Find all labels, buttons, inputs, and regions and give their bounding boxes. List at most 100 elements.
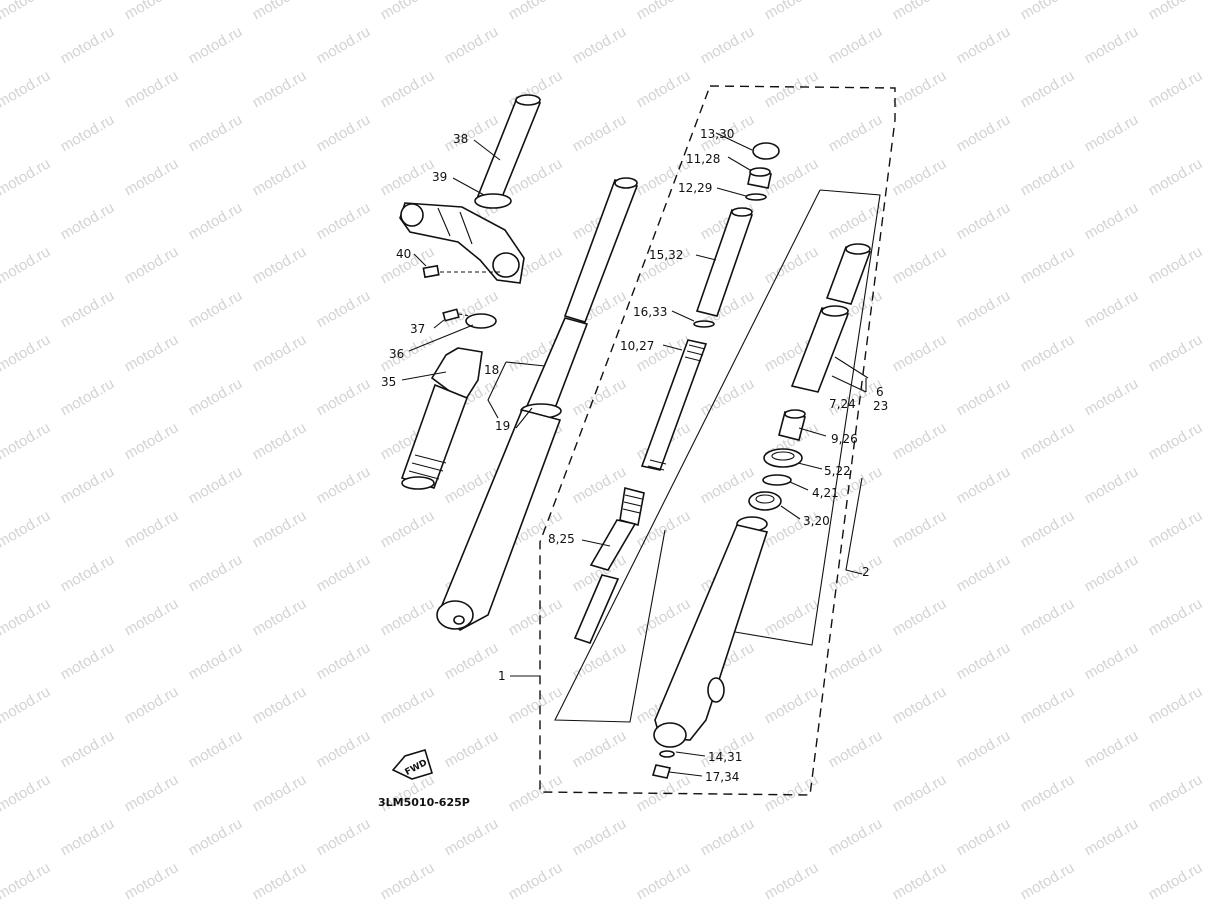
watermark-text: motod.ru [0, 419, 53, 463]
watermark-text: motod.ru [826, 727, 886, 771]
watermark-text: motod.ru [122, 155, 182, 199]
watermark-text: motod.ru [1018, 595, 1078, 639]
watermark-text: motod.ru [1082, 815, 1142, 859]
watermark-text: motod.ru [1146, 507, 1206, 551]
watermark-text: motod.ru [1082, 111, 1142, 155]
watermark-text: motod.ru [378, 0, 438, 23]
watermark-text: motod.ru [122, 243, 182, 287]
dust-boot-35 [400, 347, 483, 490]
watermark-text: motod.ru [250, 507, 310, 551]
watermark-text: motod.ru [250, 419, 310, 463]
watermark-text: motod.ru [570, 111, 630, 155]
damper-rod-8 [573, 487, 645, 644]
watermark-text: motod.ru [1018, 859, 1078, 903]
watermark-text: motod.ru [186, 111, 246, 155]
watermark-text: motod.ru [250, 243, 310, 287]
watermark-text: motod.ru [954, 815, 1014, 859]
watermark-text: motod.ru [570, 815, 630, 859]
callout-23: 23 [873, 399, 888, 413]
watermark-text: motod.ru [314, 463, 374, 507]
watermark-text: motod.ru [0, 507, 53, 551]
watermark-text: motod.ru [250, 67, 310, 111]
spacer-11 [747, 167, 772, 189]
fork-spring-10 [640, 339, 708, 471]
watermark-text: motod.ru [634, 595, 694, 639]
watermark-text: motod.ru [506, 683, 566, 727]
bolt-37 [442, 308, 471, 322]
watermark-text: motod.ru [826, 639, 886, 683]
watermark-text: motod.ru [954, 639, 1014, 683]
watermark-text: motod.ru [314, 551, 374, 595]
watermark-text: motod.ru [1018, 507, 1078, 551]
watermark-text: motod.ru [954, 375, 1014, 419]
callout-9-26: 9,26 [831, 432, 858, 446]
callout-13-30: 13,30 [700, 127, 734, 141]
outer-tube-2 [653, 516, 769, 748]
callout-2: 2 [862, 565, 870, 579]
watermark-text: motod.ru [954, 287, 1014, 331]
watermark-text: motod.ru [954, 111, 1014, 155]
watermark-text: motod.ru [1146, 155, 1206, 199]
watermark-text: motod.ru [442, 111, 502, 155]
callout-11-28: 11,28 [686, 152, 720, 166]
watermark-text: motod.ru [442, 727, 502, 771]
watermark-text: motod.ru [954, 199, 1014, 243]
callout-36: 36 [389, 347, 404, 361]
watermark-text: motod.ru [250, 771, 310, 815]
watermark-text: motod.ru [698, 23, 758, 67]
watermark-text: motod.ru [250, 0, 310, 23]
watermark-text: motod.ru [1082, 199, 1142, 243]
leader-lines [401, 132, 869, 777]
watermark-text: motod.ru [506, 595, 566, 639]
watermark-text: motod.ru [1146, 595, 1206, 639]
callout-12-29: 12,29 [678, 181, 712, 195]
watermark-text: motod.ru [250, 859, 310, 903]
dust-seal-3 [748, 491, 782, 511]
callout-6: 6 [876, 385, 884, 399]
watermark-text: motod.ru [762, 67, 822, 111]
callout-7-24: 7,24 [829, 397, 856, 411]
watermark-text: motod.ru [698, 375, 758, 419]
watermark-text: motod.ru [58, 639, 118, 683]
watermark-text: motod.ru [122, 507, 182, 551]
watermark-text: motod.ru [1082, 375, 1142, 419]
watermark-text: motod.ru [762, 771, 822, 815]
watermark-text: motod.ru [378, 507, 438, 551]
watermark-text: motod.ru [570, 463, 630, 507]
callout-18: 18 [484, 363, 499, 377]
clip-4 [762, 474, 792, 486]
watermark-text: motod.ru [58, 727, 118, 771]
watermark-text: motod.ru [122, 419, 182, 463]
watermark-text: motod.ru [0, 331, 53, 375]
assembly-boundary [539, 85, 896, 796]
watermark-text: motod.ru [1146, 331, 1206, 375]
fwd-arrow-icon: FWD [391, 749, 433, 780]
watermark-text: motod.ru [1146, 67, 1206, 111]
watermark-text: motod.ru [314, 199, 374, 243]
watermark-text: motod.ru [58, 199, 118, 243]
callout-19: 19 [495, 419, 510, 433]
watermark-text: motod.ru [378, 331, 438, 375]
watermark-text: motod.ru [1146, 243, 1206, 287]
callout-5-22: 5,22 [824, 464, 851, 478]
watermark-text: motod.ru [890, 419, 950, 463]
watermark-text: motod.ru [186, 463, 246, 507]
watermark-text: motod.ru [826, 111, 886, 155]
watermark-text: motod.ru [762, 683, 822, 727]
watermark-text: motod.ru [186, 23, 246, 67]
callout-labels: 38 39 40 37 36 35 18 19 13,30 11,28 12,2… [381, 127, 888, 784]
watermark-text: motod.ru [1082, 287, 1142, 331]
watermark-text: motod.ru [890, 683, 950, 727]
watermark-text: motod.ru [570, 727, 630, 771]
watermark-text: motod.ru [762, 243, 822, 287]
watermark-text: motod.ru [634, 67, 694, 111]
watermark-text: motod.ru [442, 815, 502, 859]
steering-stem [474, 94, 542, 209]
watermark-text: motod.ru [122, 331, 182, 375]
watermark-text: motod.ru [506, 0, 566, 23]
watermark-text: motod.ru [122, 595, 182, 639]
watermark-text: motod.ru [58, 551, 118, 595]
watermark-text: motod.ru [314, 23, 374, 67]
cylinder-7 [790, 243, 872, 393]
